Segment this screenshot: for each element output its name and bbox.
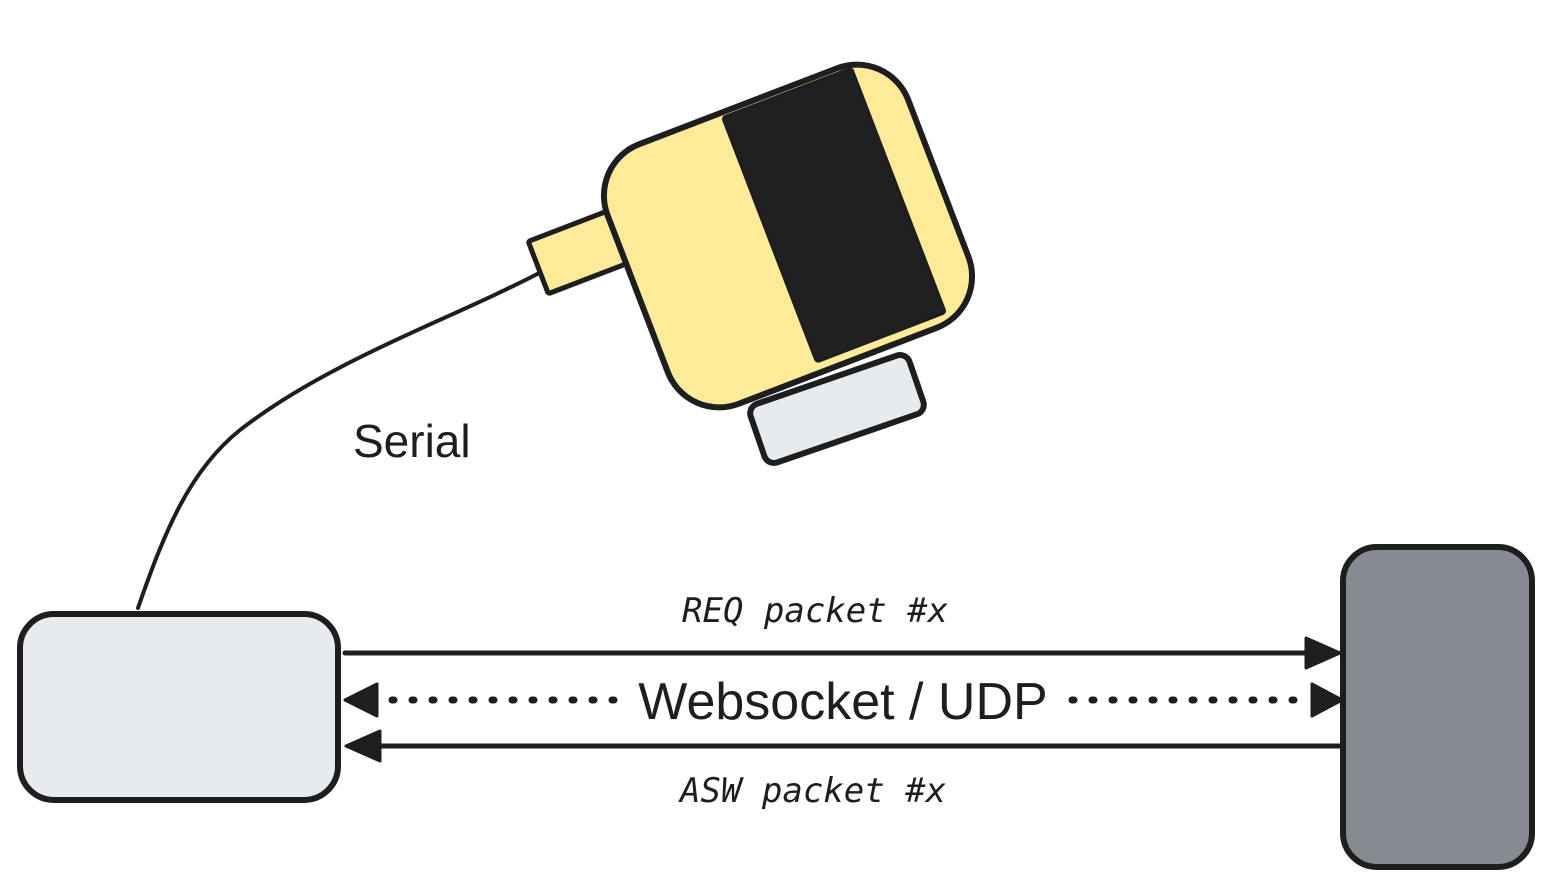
serial-label: Serial [353, 415, 471, 467]
req-label: REQ packet #x [682, 591, 949, 631]
device-screen [722, 67, 946, 363]
channel-label: Websocket / UDP [638, 673, 1047, 731]
server-box [1340, 544, 1535, 870]
handheld-device [526, 61, 976, 466]
client-box [17, 611, 341, 803]
channel-arrow [343, 682, 1344, 718]
asw-arrow [344, 729, 1343, 763]
serial-cable [136, 268, 547, 610]
device-base [747, 352, 927, 466]
asw-label: ASW packet #x [678, 771, 947, 811]
channel-arrowhead-right [1310, 682, 1344, 718]
channel-arrowhead-left [343, 682, 379, 718]
req-arrow [342, 636, 1342, 670]
